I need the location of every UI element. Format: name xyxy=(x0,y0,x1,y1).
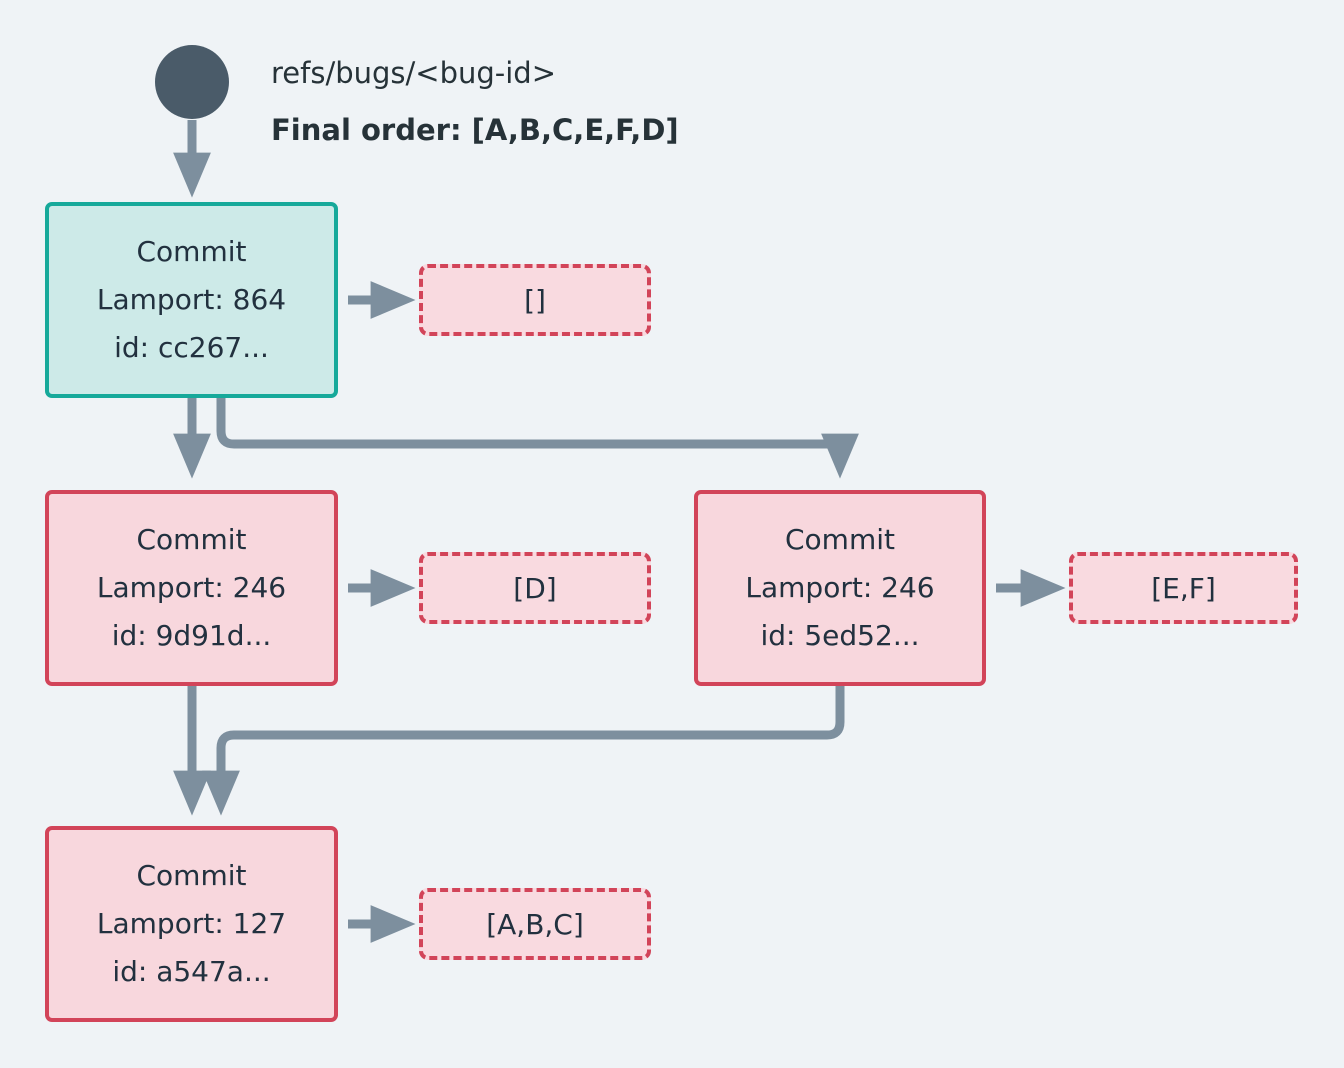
commit-node-head[interactable]: Commit Lamport: 864 id: cc267... xyxy=(45,202,338,398)
commit-node-base[interactable]: Commit Lamport: 127 id: a547a... xyxy=(45,826,338,1022)
commit-left-lamport: Lamport: 246 xyxy=(96,570,287,604)
commit-base-id: id: a547a... xyxy=(112,955,271,989)
ops-box-left[interactable]: [D] xyxy=(419,552,651,624)
edge-head-to-right xyxy=(216,398,859,479)
ops-base-label: [A,B,C] xyxy=(486,907,584,941)
commit-node-left[interactable]: Commit Lamport: 246 id: 9d91d... xyxy=(45,490,338,686)
final-order-label: Final order: [A,B,C,E,F,D] xyxy=(271,113,679,147)
ops-box-base[interactable]: [A,B,C] xyxy=(419,888,651,960)
commit-node-right[interactable]: Commit Lamport: 246 id: 5ed52... xyxy=(694,490,986,686)
ops-head-label: [] xyxy=(524,283,546,317)
ops-right-label: [E,F] xyxy=(1151,571,1216,605)
commit-head-id: id: cc267... xyxy=(114,331,269,365)
commit-right-id: id: 5ed52... xyxy=(760,619,920,653)
commit-right-lamport: Lamport: 246 xyxy=(745,570,935,604)
ops-box-right[interactable]: [E,F] xyxy=(1069,552,1298,624)
commit-head-title: Commit xyxy=(136,234,247,268)
commit-left-id: id: 9d91d... xyxy=(111,619,272,653)
ref-root-node[interactable] xyxy=(155,45,229,119)
ref-path-label: refs/bugs/<bug-id> xyxy=(271,56,557,90)
commit-left-title: Commit xyxy=(136,522,247,556)
ops-box-head[interactable]: [] xyxy=(419,264,651,336)
commit-head-lamport: Lamport: 864 xyxy=(96,282,287,316)
commit-right-title: Commit xyxy=(785,522,895,556)
edge-right-to-base xyxy=(202,686,845,816)
commit-base-lamport: Lamport: 127 xyxy=(96,906,287,940)
commit-base-title: Commit xyxy=(136,858,247,892)
ops-left-label: [D] xyxy=(513,571,557,605)
